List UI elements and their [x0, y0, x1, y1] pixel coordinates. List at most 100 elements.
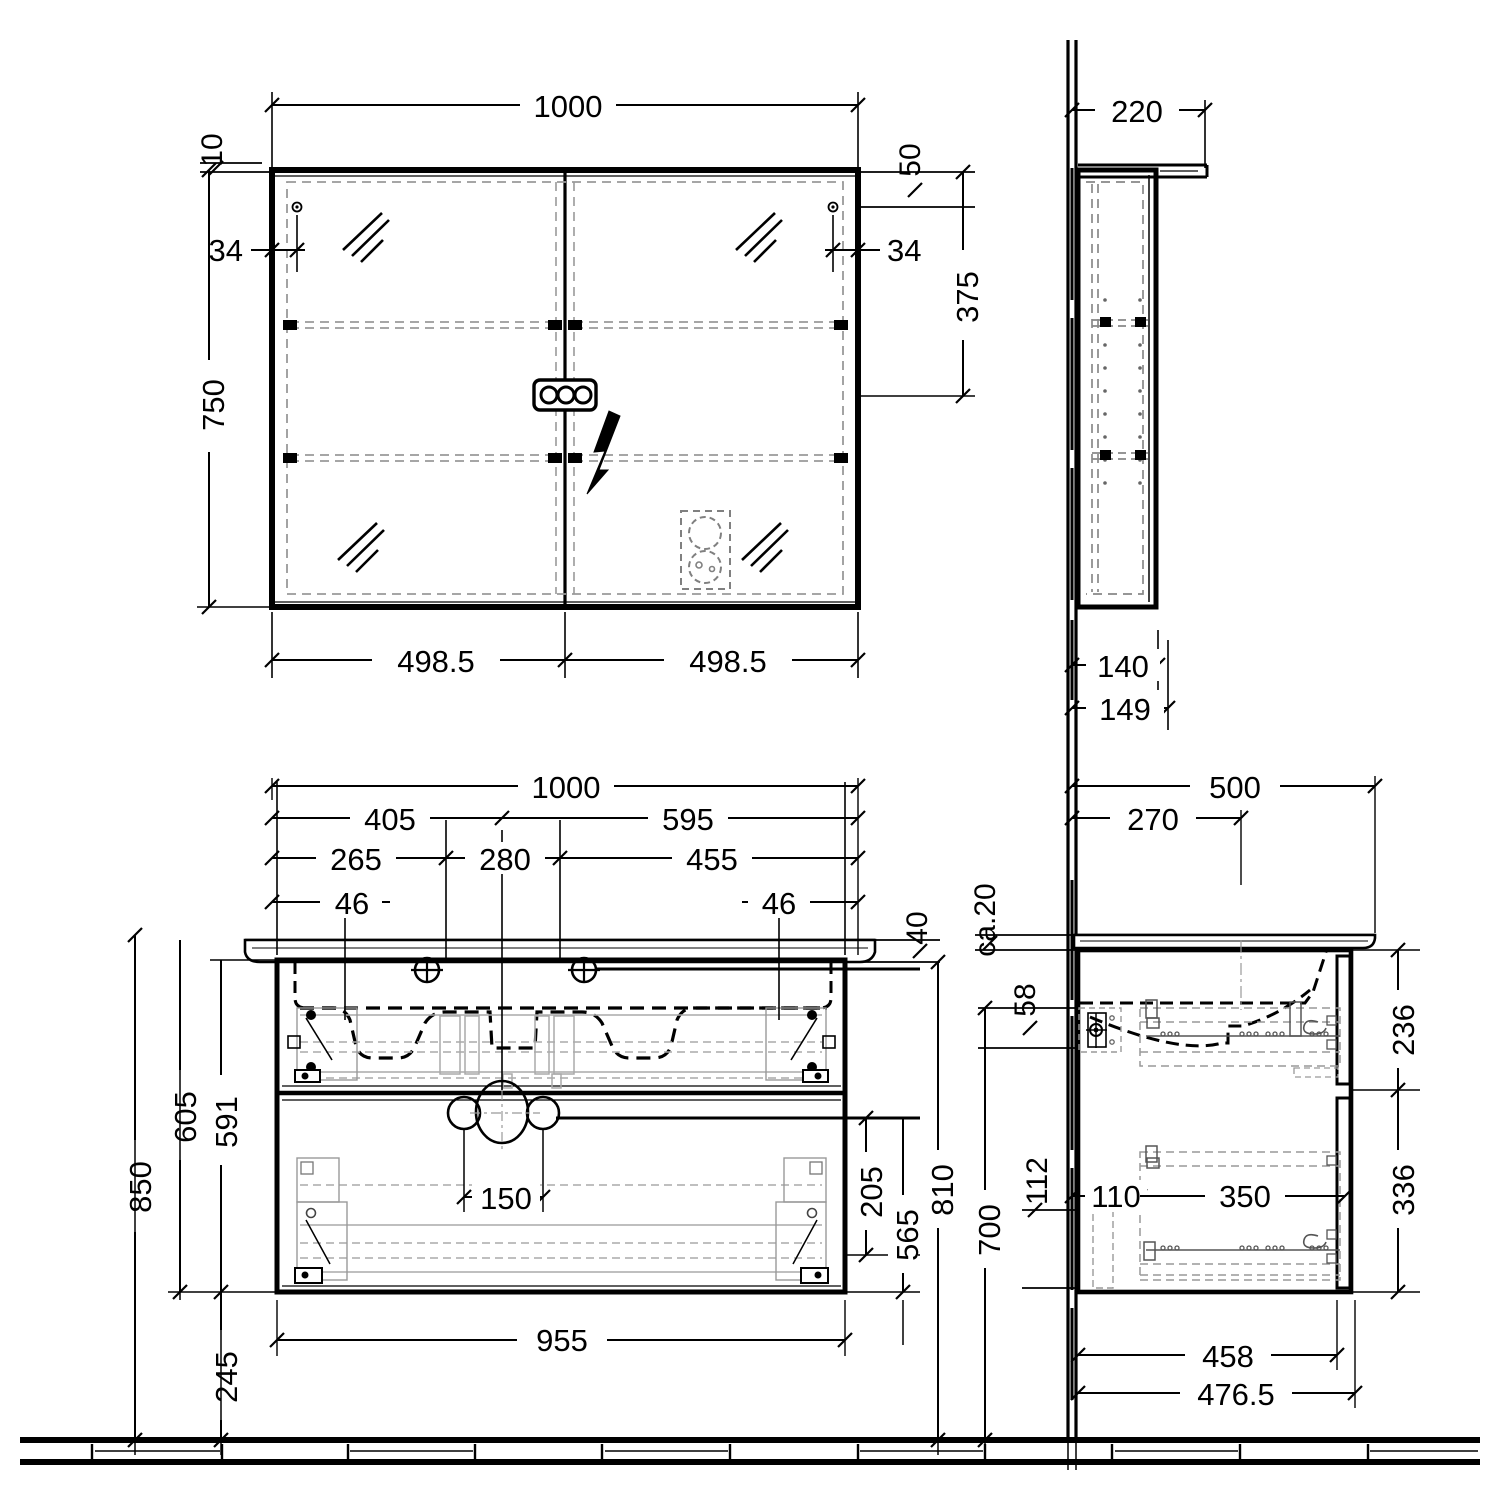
dim-label-34-right: 34 [887, 233, 921, 268]
dim-label-810: 810 [925, 1164, 960, 1216]
leader-lines-to-floor [134, 935, 1077, 1470]
dim-label-150: 150 [480, 1181, 532, 1216]
dimension-46-right: 46 [742, 886, 867, 921]
dimension-595: 595 [502, 802, 867, 837]
mirror-glint-icon [741, 522, 789, 573]
dim-label-4985-right: 498.5 [689, 644, 767, 679]
mirror-cabinet-front-view: 1000 10 750 34 [193, 88, 985, 679]
dim-label-245: 245 [209, 1351, 244, 1403]
dimension-door-right-4985: 498.5 [565, 612, 867, 679]
dim-label-850: 850 [123, 1161, 158, 1213]
mirror-interior-hidden-outline [286, 181, 844, 595]
hinge-point-left [291, 201, 303, 213]
dim-label-455: 455 [686, 842, 738, 877]
mirror-cabinet-side-view: 220 140 149 [1063, 40, 1214, 1440]
wall-bracket-fixing [1078, 1007, 1122, 1053]
dim-label-236: 236 [1386, 1004, 1421, 1056]
upper-drawer-slide-left [287, 1007, 358, 1083]
shelf-support-icon [568, 320, 582, 330]
dim-label-149: 149 [1099, 692, 1151, 727]
dimension-ca20: ca.20 [969, 883, 1078, 957]
tap-hole-right [568, 956, 600, 984]
dim-label-280: 280 [479, 842, 531, 877]
dimension-mirror-height-750: 750 [193, 161, 272, 616]
dimension-side-500: 500 [1063, 770, 1384, 933]
drawer-slide-hook [1302, 1019, 1327, 1035]
electrical-hazard-icon [586, 410, 621, 495]
hinge-point-right [827, 201, 839, 213]
dim-label-vanity-1000: 1000 [532, 770, 601, 805]
dimension-455: 455 [560, 842, 867, 877]
mirror-cabinet-body [269, 167, 861, 610]
dimension-46-left: 46 [263, 886, 390, 921]
dim-label-565: 565 [890, 1209, 925, 1261]
dimension-top-thickness-40: 40 [858, 911, 940, 963]
dim-label-955: 955 [536, 1323, 588, 1358]
mirror-glint-icon [735, 212, 783, 263]
dimension-280: 280 [446, 842, 569, 877]
shelf-support-icon [548, 453, 562, 463]
upper-drawer-slide-right [765, 1007, 836, 1083]
dimension-side-depth-149: 149 [1063, 640, 1177, 730]
dim-label-46-left: 46 [335, 886, 369, 921]
washbasin-side-hidden [293, 962, 833, 1010]
shelf-support-icon [283, 320, 297, 330]
dimension-458: 458 [1069, 1300, 1346, 1374]
dim-label-50: 50 [894, 143, 927, 176]
mirror-shelf-upper [283, 320, 848, 330]
dim-label-46-right: 46 [762, 886, 796, 921]
lower-drawer-slide-right [775, 1157, 829, 1284]
dimension-door-left-4985: 498.5 [263, 612, 574, 679]
tap-hole-left [411, 956, 443, 984]
dimension-vanity-width-1000: 1000 [263, 770, 867, 955]
dimension-side-depth-140: 140 [1063, 630, 1167, 690]
basin-profile-hidden [1080, 951, 1328, 1048]
dim-label-4765: 476.5 [1197, 1377, 1275, 1412]
dim-label-4985-left: 498.5 [397, 644, 475, 679]
upper-drawer-front-panel [1335, 954, 1352, 1086]
vanity-side-top-slab [1072, 933, 1377, 950]
dimension-405: 405 [263, 802, 511, 837]
power-socket-icon [680, 510, 731, 590]
dimension-150: 150 [455, 1128, 552, 1216]
shelf-support-icon [568, 453, 582, 463]
dim-label-10: 10 [196, 133, 229, 166]
mirror-side-hidden-outline [1086, 181, 1144, 595]
dimension-shelf-height-375: 375 [858, 163, 985, 405]
dimension-112: 112 [1021, 1157, 1078, 1289]
shelf-support-icon [834, 453, 848, 463]
dimension-hinge-left-34: 34 [209, 215, 306, 272]
dim-label-405: 405 [364, 802, 416, 837]
upper-drawer-internals [300, 1014, 822, 1089]
dimension-565: 565 [845, 1118, 925, 1301]
shelf-support-icon [548, 320, 562, 330]
dimension-top-right-gap-50: 50 [858, 143, 975, 208]
dim-label-140: 140 [1097, 649, 1149, 684]
dimension-265: 265 [263, 842, 455, 877]
dimension-205: 205 [845, 1109, 920, 1264]
dim-label-220: 220 [1111, 94, 1163, 129]
dim-label-375: 375 [950, 271, 985, 323]
dimension-336: 336 [1352, 1090, 1421, 1301]
dim-label-350: 350 [1219, 1179, 1271, 1214]
mirror-side-body [1075, 167, 1159, 610]
dimension-236: 236 [1352, 941, 1421, 1099]
dim-label-458: 458 [1202, 1339, 1254, 1374]
mirror-shelf-lower [283, 453, 848, 463]
upper-drawer-box [1139, 999, 1341, 1078]
dimension-110: 110 [1063, 1179, 1162, 1214]
dimension-hinge-right-34: 34 [824, 215, 921, 272]
mirror-side-top-plate [1078, 163, 1209, 179]
dim-label-500: 500 [1209, 770, 1261, 805]
floor-line [20, 1437, 1480, 1465]
dim-label-595: 595 [662, 802, 714, 837]
dimension-side-depth-220: 220 [1063, 94, 1214, 168]
dim-label-1000-mirror: 1000 [534, 89, 603, 124]
vanity-unit-side-view: 500 270 ca.20 58 [969, 770, 1421, 1449]
dim-label-34-left: 34 [209, 233, 243, 268]
dim-label-58: 58 [1009, 983, 1042, 1016]
dim-label-270: 270 [1127, 802, 1179, 837]
dimension-700: 700 [970, 999, 1007, 1449]
